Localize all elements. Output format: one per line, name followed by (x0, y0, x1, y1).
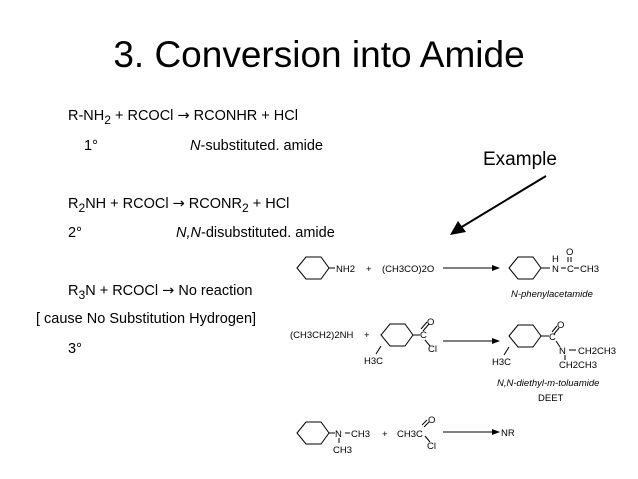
svg-text:CH3: CH3 (351, 429, 370, 440)
example-pointer-arrow-icon (450, 175, 547, 235)
amine-label: (CH3CH2)2NH (290, 330, 353, 341)
slide-title: 3. Conversion into Amide (113, 34, 525, 75)
svg-text:+: + (382, 429, 388, 440)
reaction-arrow-icon: → (177, 108, 190, 124)
svg-text:Cl: Cl (427, 441, 436, 452)
degree-primary: 1° (84, 138, 98, 154)
svg-text:H: H (552, 254, 559, 265)
svg-text:+: + (364, 330, 370, 341)
no-reaction-label: NR (501, 428, 515, 439)
svg-text:CH2CH3: CH2CH3 (559, 360, 597, 371)
benzene-ring-icon (296, 256, 330, 280)
svg-text:O: O (557, 320, 564, 331)
svg-text:N: N (559, 346, 566, 357)
reaction-arrow-icon: → (162, 283, 175, 299)
reagent-label: (CH3CO)2O (382, 264, 434, 275)
svg-text:C: C (420, 330, 427, 341)
product-name: N-phenylacetamide (511, 289, 593, 300)
amide-type-1: N-substituted. amide (190, 138, 323, 154)
example-label: Example (483, 149, 557, 170)
svg-text:CH3: CH3 (333, 445, 352, 456)
svg-text:CH3: CH3 (580, 264, 599, 275)
svg-text:C: C (549, 332, 556, 343)
amide-type-2: N,N-disubstituted. amide (176, 225, 335, 241)
product-abbreviation: DEET (538, 393, 564, 404)
svg-text:N: N (335, 429, 342, 440)
amine-group-label: NH2 (336, 264, 355, 275)
no-reaction-cause: [ cause No Substitution Hydrogen] (36, 311, 257, 327)
degree-secondary: 2° (68, 225, 82, 241)
svg-text:O: O (427, 317, 434, 328)
svg-text:CH3C: CH3C (397, 429, 423, 440)
svg-text:H3C: H3C (364, 356, 383, 367)
reaction-scheme: NH2 + (CH3CO)2O H N C CH3 O N-phenylacet… (290, 247, 616, 456)
reaction-arrow-icon: → (172, 196, 185, 212)
svg-text:CH2CH3: CH2CH3 (578, 346, 616, 357)
equation-tertiary-amine: R3N + RCOCl → No reaction (68, 283, 253, 302)
equation-primary-amine: R-NH2 + RCOCl → RCONHR + HCl (68, 108, 298, 127)
benzene-ring-icon (508, 324, 542, 348)
svg-text:C: C (567, 264, 574, 275)
degree-tertiary: 3° (68, 341, 82, 357)
svg-text:Cl: Cl (428, 344, 437, 355)
product-name: N,N-diethyl-m-toluamide (497, 378, 599, 389)
equation-secondary-amine: R2NH + RCOCl → RCONR2 + HCl (68, 196, 290, 215)
svg-text:H3C: H3C (492, 357, 511, 368)
svg-text:N: N (552, 264, 559, 275)
benzene-ring-icon (296, 421, 330, 445)
svg-text:O: O (428, 415, 435, 426)
benzene-ring-icon (380, 323, 414, 347)
benzene-ring-icon (508, 256, 542, 280)
svg-text:+: + (366, 264, 372, 275)
svg-text:O: O (566, 247, 573, 258)
